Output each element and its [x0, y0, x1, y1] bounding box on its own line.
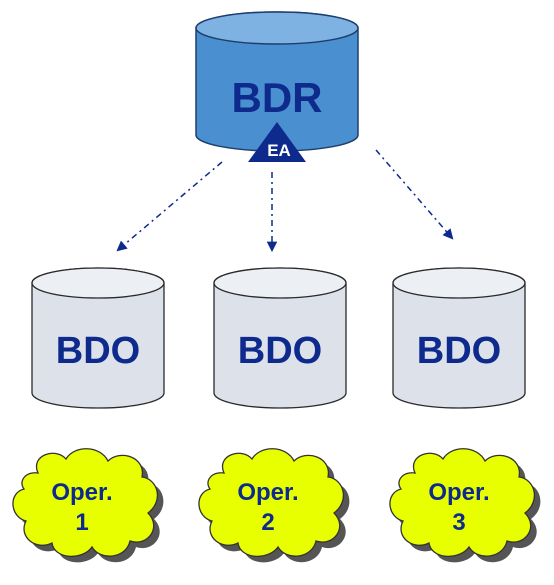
local-database-label: BDO — [238, 330, 322, 372]
local-database-label: BDO — [417, 330, 501, 372]
local-database-1: BDO — [31, 267, 165, 409]
operation-cloud-2: Oper. 2 — [198, 448, 350, 563]
operation-label-line2: 3 — [452, 509, 465, 536]
operation-label-line1: Oper. — [428, 479, 489, 506]
agent-label: EA — [267, 141, 291, 160]
operation-label-line2: 1 — [75, 509, 88, 536]
operation-cloud-1: Oper. 1 — [12, 448, 164, 563]
agent-triangle: EA — [248, 122, 306, 162]
arrow-to-bdo-1 — [116, 161, 223, 252]
local-database-3: BDO — [392, 267, 526, 409]
operation-cloud-3: Oper. 3 — [389, 448, 541, 563]
arrow-to-bdo-3 — [375, 149, 454, 240]
central-database: BDR — [195, 11, 359, 152]
local-database-label: BDO — [56, 330, 140, 372]
operation-label-line2: 2 — [261, 509, 274, 536]
operation-label-line1: Oper. — [51, 479, 112, 506]
operation-label-line1: Oper. — [237, 479, 298, 506]
central-database-label: BDR — [232, 74, 323, 121]
local-database-2: BDO — [213, 267, 347, 409]
